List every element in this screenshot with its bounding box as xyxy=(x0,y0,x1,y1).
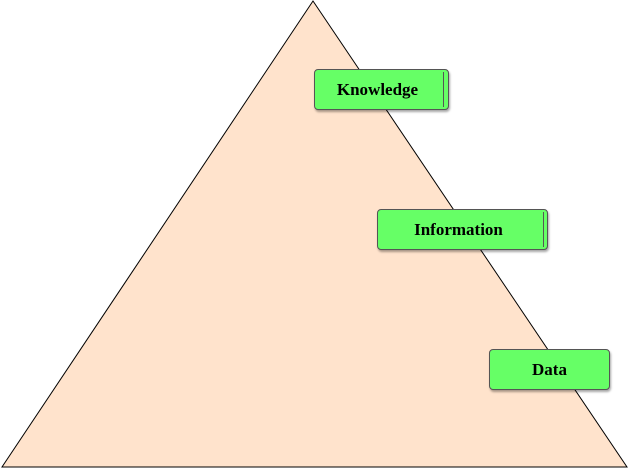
information-label: Information xyxy=(414,219,503,239)
data-label-box[interactable]: Data xyxy=(489,349,610,390)
data-label: Data xyxy=(532,359,567,379)
knowledge-label-box[interactable]: Knowledge xyxy=(314,69,449,110)
box-divider xyxy=(443,72,444,107)
box-divider xyxy=(543,212,544,247)
information-label-box[interactable]: Information xyxy=(377,209,548,250)
knowledge-label: Knowledge xyxy=(336,79,419,99)
